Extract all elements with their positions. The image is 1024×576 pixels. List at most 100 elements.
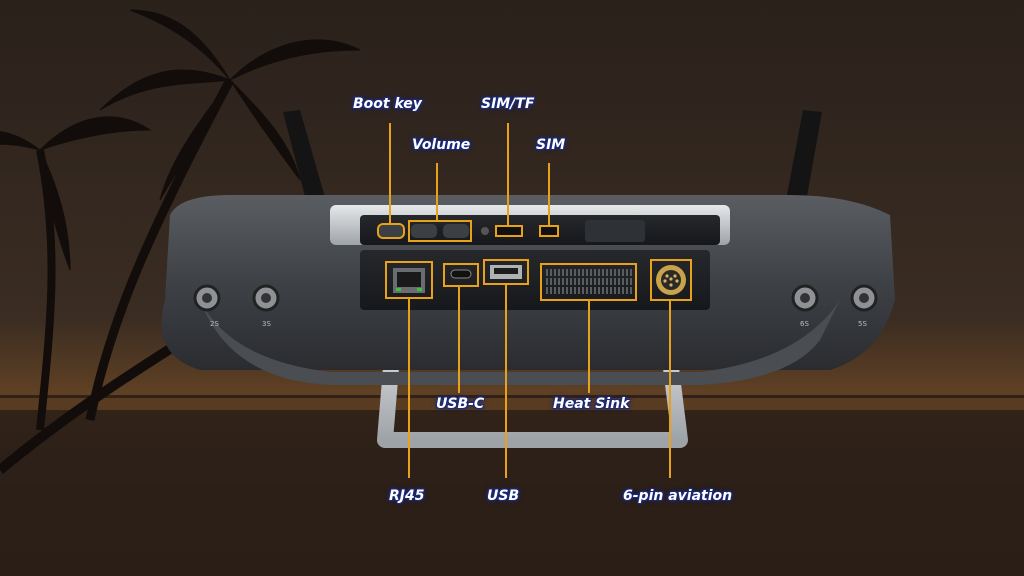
boot-key-button: [377, 223, 405, 239]
pinhole: [481, 227, 489, 235]
vent-slot: [598, 278, 600, 285]
leader-lines: [389, 123, 671, 478]
vent-slot: [550, 287, 552, 294]
vent-slot: [562, 269, 564, 276]
usb-c-highlight: [443, 263, 479, 287]
rj45-socket: [397, 272, 421, 287]
usb-c-port: [450, 269, 472, 279]
volume-up-button: [411, 224, 437, 238]
vent-slot: [562, 278, 564, 285]
vent-slot: [630, 287, 632, 294]
vent-slot: [546, 278, 548, 285]
usb-c-label: USB-C: [436, 396, 485, 412]
rj45-led-right: [417, 288, 422, 291]
boot-key-label: Boot key: [353, 96, 422, 112]
vent-slot: [630, 269, 632, 276]
rj45-led-left: [396, 288, 401, 291]
heat-sink-vents: [546, 269, 632, 294]
vent-slot: [582, 269, 584, 276]
vent-slot: [590, 287, 592, 294]
vent-slot: [622, 287, 624, 294]
vent-slot: [578, 287, 580, 294]
rj45-label: RJ45: [389, 488, 425, 504]
volume-down-button: [443, 224, 469, 238]
vent-slot: [554, 269, 556, 276]
vent-slot: [590, 269, 592, 276]
vent-slot: [586, 287, 588, 294]
vent-slot: [626, 287, 628, 294]
horizon-glow: [0, 398, 1024, 410]
vent-slot: [626, 269, 628, 276]
usb-label: USB: [487, 488, 520, 504]
sim-slot: [539, 225, 559, 237]
vent-slot: [614, 269, 616, 276]
vent-slot: [570, 287, 572, 294]
vent-slot: [606, 278, 608, 285]
vent-slot: [550, 278, 552, 285]
vent-slot: [558, 278, 560, 285]
sim-tf-slot: [495, 225, 523, 237]
vent-slot: [562, 287, 564, 294]
left-dial-mark-1: 2S: [210, 320, 219, 328]
vent-slot: [602, 278, 604, 285]
vent-slot: [610, 287, 612, 294]
vent-slot: [618, 269, 620, 276]
vent-slot: [554, 287, 556, 294]
vent-slot: [614, 287, 616, 294]
six-pin-aviation-label: 6-pin aviation: [623, 488, 733, 504]
right-toggle-2-inner: [859, 293, 869, 303]
vent-slot: [574, 287, 576, 294]
vent-slot: [622, 269, 624, 276]
left-dial-mark-2: 3S: [262, 320, 271, 328]
right-toggle-inner: [800, 293, 810, 303]
left-toggle-inner: [202, 293, 212, 303]
beach: [0, 395, 1024, 576]
usb-socket: [494, 268, 518, 274]
vent-slot: [598, 269, 600, 276]
palm-trees: [0, 9, 361, 474]
right-dial-mark-1: 6S: [800, 320, 809, 328]
vent-slot: [570, 278, 572, 285]
sim-label: SIM: [536, 137, 566, 153]
vent-slot: [574, 278, 576, 285]
heat-sink-label: Heat Sink: [553, 396, 630, 412]
vent-slot: [554, 278, 556, 285]
vent-slot: [606, 269, 608, 276]
vent-slot: [602, 269, 604, 276]
vent-slot: [594, 278, 596, 285]
vent-slot: [570, 269, 572, 276]
vent-slot: [602, 287, 604, 294]
vent-slot: [614, 278, 616, 285]
vent-slot: [558, 287, 560, 294]
vent-slot: [598, 287, 600, 294]
vent-slot: [578, 278, 580, 285]
volume-label: Volume: [412, 137, 471, 153]
vent-slot: [622, 278, 624, 285]
vent-slot: [546, 269, 548, 276]
left-toggle-2-inner: [261, 293, 271, 303]
vent-slot: [594, 269, 596, 276]
vent-slot: [618, 278, 620, 285]
vent-slot: [574, 269, 576, 276]
right-dial-mark-2: 5S: [858, 320, 867, 328]
vent-slot: [590, 278, 592, 285]
top-cover-window: [585, 220, 645, 242]
vent-slot: [578, 269, 580, 276]
vent-slot: [546, 287, 548, 294]
six-pin-contacts: [663, 274, 679, 287]
vent-slot: [630, 278, 632, 285]
vent-slot: [582, 287, 584, 294]
vent-slot: [566, 278, 568, 285]
vent-slot: [618, 287, 620, 294]
vent-slot: [586, 269, 588, 276]
vent-slot: [594, 287, 596, 294]
vent-slot: [550, 269, 552, 276]
vent-slot: [582, 278, 584, 285]
vent-slot: [566, 269, 568, 276]
sim-tf-label: SIM/TF: [481, 96, 535, 112]
vent-slot: [566, 287, 568, 294]
vent-slot: [558, 269, 560, 276]
vent-slot: [610, 269, 612, 276]
